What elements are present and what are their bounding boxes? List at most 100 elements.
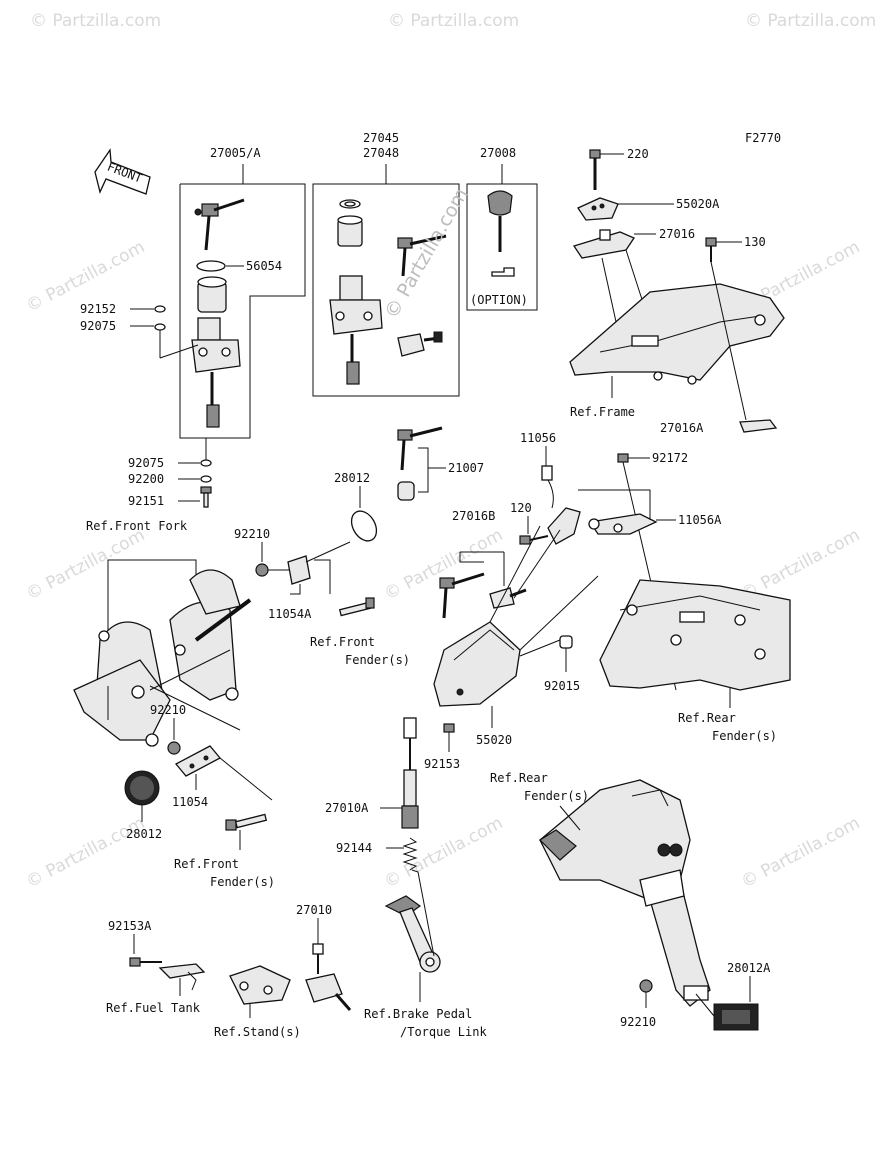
part-label-92210-upper: 92210 [234,527,270,541]
part-label-92015: 92015 [544,679,580,693]
screw-92153 [443,723,455,733]
part-label-27016B: 27016B [452,509,495,523]
part-label-92210-middle: 92210 [150,703,186,717]
part-label-92210-lower: 92210 [620,1015,656,1029]
reflector-28012A [713,1003,759,1031]
part-label-92144: 92144 [336,841,372,855]
ref-frame: Ref.Frame [570,405,635,419]
sensor-11056 [541,465,553,481]
box-27008: (OPTION) [466,164,538,311]
watermark: © Partzilla.com [388,11,519,31]
brake-switch-27010A [401,717,419,829]
grommet-92015 [559,635,573,649]
ref-front-fender-2a: Ref.Front [174,857,239,871]
part-label-27010A: 27010A [325,801,369,815]
option-label: (OPTION) [470,293,528,307]
nut-92210-upper [255,563,269,577]
rear-fender [539,779,711,1007]
seat-lock-27016B [489,587,527,609]
ref-brake-pedal: Ref.Brake Pedal [364,1007,472,1021]
stand-switch-27010 [305,943,352,1011]
rear-frame [599,579,791,691]
cover-55020 [433,621,521,707]
box-27045-27048 [312,164,460,397]
key-icon [194,198,245,251]
ref-front-fender-2b: Fender(s) [210,875,275,889]
watermark: © Partzilla.com [738,813,863,892]
bolt-220 [589,149,601,190]
brake-pedal [384,869,441,973]
watermark: © Partzilla.com [381,813,506,892]
part-label-130: 130 [744,235,766,249]
transponder-key-icon [487,190,513,216]
part-label-92200: 92200 [128,472,164,486]
part-label-55020: 55020 [476,733,512,747]
watermark: © Partzilla.com [23,525,148,604]
ref-stand: Ref.Stand(s) [214,1025,301,1039]
box-27005A [179,164,306,439]
figure-code: F2770 [745,131,781,145]
lock-cylinder [197,276,227,313]
part-label-92152: 92152 [80,302,116,316]
bracket-11054A [287,541,351,585]
ref-torque-link: /Torque Link [400,1025,487,1039]
part-label-27016A: 27016A [660,421,704,435]
washer-56054 [196,260,226,272]
front-fork-assembly [73,569,252,747]
watermark: © Partzilla.com [23,813,148,892]
watermark: © Partzilla.com [745,11,876,31]
bracket-27016 [572,229,635,259]
bolt-92172 [617,453,629,463]
ref-front-fender-1b: Fender(s) [345,653,410,667]
watermark: © Partzilla.com [738,525,863,604]
reflector-28012-upper [350,510,378,542]
fuel-tank-bracket [158,963,206,991]
watermark: © Partzilla.com [30,11,161,31]
bolt-130 [705,237,717,262]
nut-92210-middle [167,741,181,755]
stand-bracket [229,965,291,1005]
part-label-92075-upper: 92075 [80,319,116,333]
reflector-28012-lower [124,770,160,806]
part-label-92153A: 92153A [108,919,152,933]
key-icon [439,572,485,619]
ref-front-fork: Ref.Front Fork [86,519,188,533]
part-label-92172: 92172 [652,451,688,465]
screw-92153A [129,957,162,967]
part-label-11054: 11054 [172,795,208,809]
part-label-27005A: 27005/A [210,146,261,160]
key-icon [397,234,447,277]
bracket-27016A [739,419,778,433]
nut-92152 [154,305,166,313]
nut-92210-lower [639,979,653,993]
part-label-55020A: 55020A [676,197,720,211]
part-label-21007: 21007 [448,461,484,475]
bracket-11054 [174,745,222,777]
washer-92075-upper [154,323,166,331]
part-label-28012-lower: 28012 [126,827,162,841]
part-label-92075-lower: 92075 [128,456,164,470]
part-label-92151: 92151 [128,494,164,508]
part-label-56054: 56054 [246,259,282,273]
spring-92144 [402,837,418,871]
part-label-120: 120 [510,501,532,515]
part-label-27045: 27045 [363,131,399,145]
bolt-front-fender-upper [338,597,375,617]
ref-fuel-tank: Ref.Fuel Tank [106,1001,201,1015]
bolt-front-fender-lower [225,813,268,831]
frame [569,283,785,385]
bolt-92151 [200,486,212,508]
part-label-220: 220 [627,147,649,161]
ref-front-fender-1a: Ref.Front [310,635,375,649]
ignition-switch [191,317,241,428]
ref-rear-fender-1b: Fender(s) [712,729,777,743]
ref-rear-fender-2a: Ref.Rear [490,771,548,785]
key-set-21007 [397,426,443,501]
ref-rear-fender-1a: Ref.Rear [678,711,736,725]
part-label-27010: 27010 [296,903,332,917]
ref-rear-fender-2b: Fender(s) [524,789,589,803]
part-label-11054A: 11054A [268,607,312,621]
part-label-28012-upper: 28012 [334,471,370,485]
